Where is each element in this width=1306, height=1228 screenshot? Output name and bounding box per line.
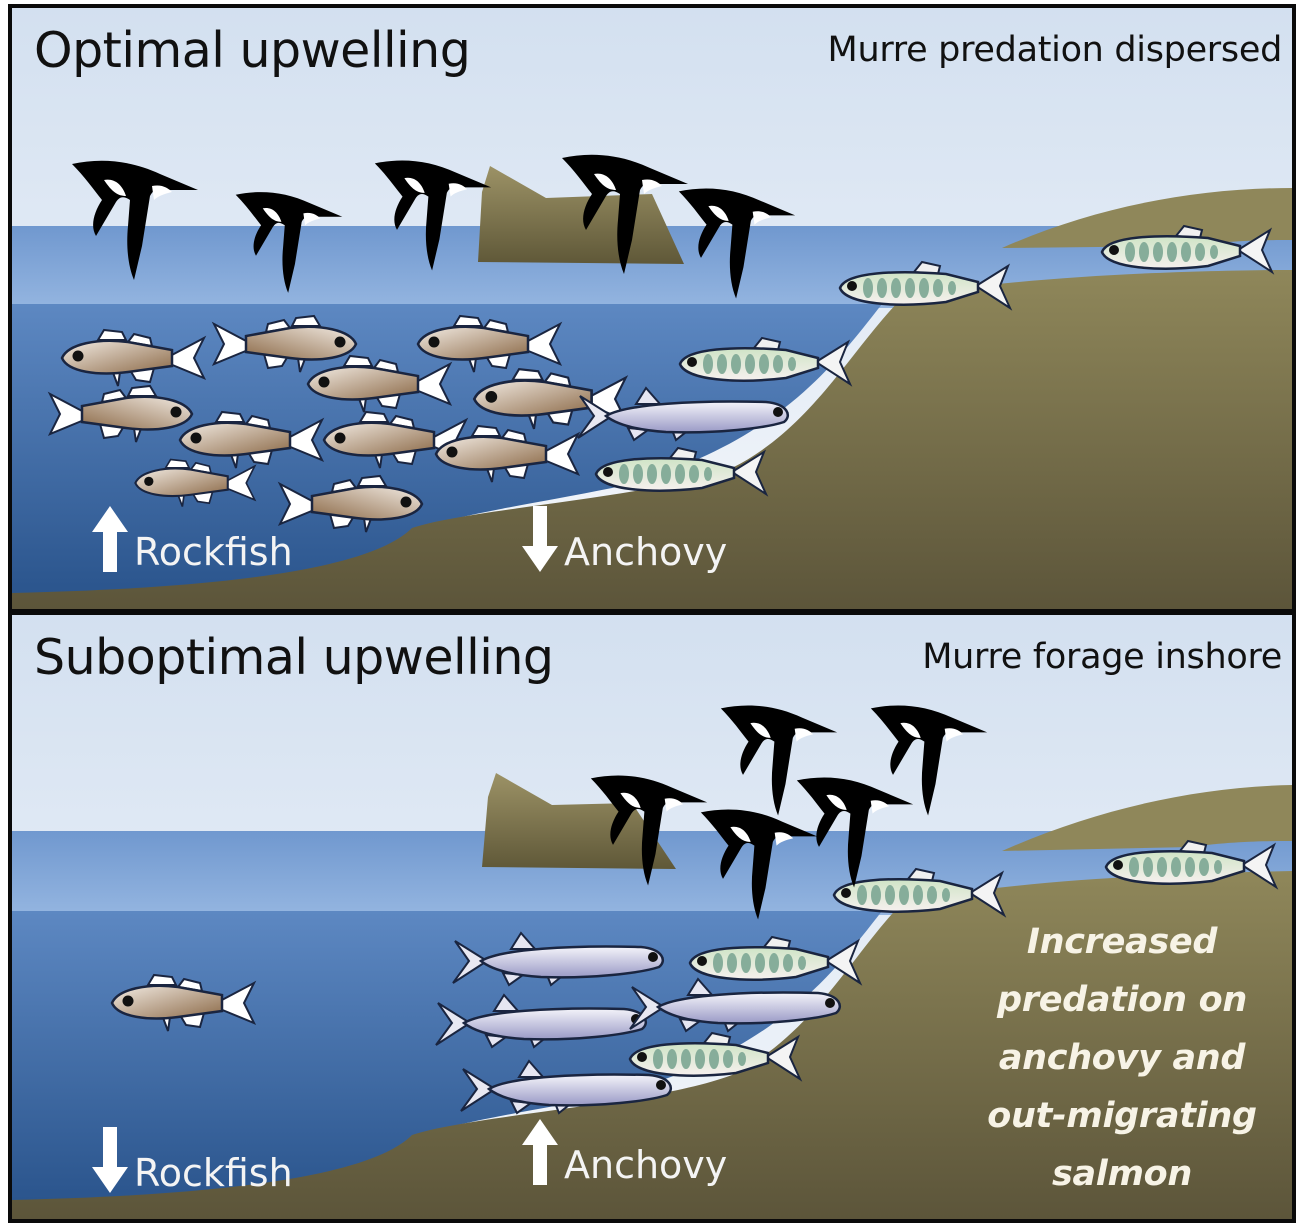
panel-title: Suboptimal upwelling: [34, 629, 554, 686]
note-line: anchovy and: [998, 1038, 1246, 1078]
trend-label: Rockfish: [134, 530, 293, 574]
arrow-down-icon: [522, 506, 558, 572]
offshore-rock: [478, 166, 684, 264]
trend-anchovy: Anchovy: [520, 1117, 727, 1187]
trend-label: Anchovy: [564, 1143, 728, 1187]
scene-suboptimal: [12, 615, 1292, 1219]
panel-title: Optimal upwelling: [34, 22, 471, 79]
deep-water: [12, 911, 882, 1205]
far-shore: [1002, 188, 1292, 248]
trend-label: Rockfish: [134, 1151, 293, 1195]
land: [12, 871, 1292, 1219]
arrow-down-icon: [92, 1127, 128, 1193]
note-line: Increased: [1026, 922, 1218, 962]
trend-rockfish: Rockfish: [90, 1125, 293, 1195]
panel-optimal-upwelling: Optimal upwelling Murre predation disper…: [8, 4, 1296, 613]
arrow-up-icon: [92, 506, 128, 572]
arrow-up-icon: [522, 1119, 558, 1185]
note-line: predation on: [997, 980, 1247, 1020]
trend-rockfish: Rockfish: [90, 504, 293, 574]
panel-subtitle: Murre predation dispersed: [827, 30, 1283, 70]
land: [12, 270, 1292, 609]
note-line: out-migrating: [987, 1096, 1257, 1136]
predation-note: Increased predation on anchovy and out-m…: [972, 913, 1272, 1203]
panel-suboptimal-upwelling: Suboptimal upwelling Murre forage inshor…: [8, 611, 1296, 1223]
note-line: salmon: [1051, 1154, 1193, 1194]
far-shore: [1002, 785, 1292, 851]
scene-optimal: [12, 8, 1292, 609]
trend-anchovy: Anchovy: [520, 504, 727, 574]
panel-subtitle: Murre forage inshore: [922, 637, 1282, 677]
offshore-rock: [482, 773, 676, 869]
trend-label: Anchovy: [564, 530, 728, 574]
